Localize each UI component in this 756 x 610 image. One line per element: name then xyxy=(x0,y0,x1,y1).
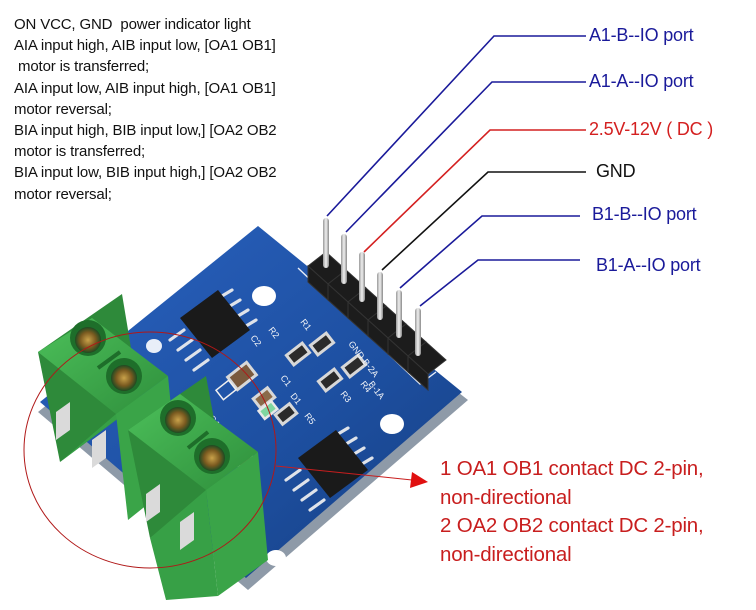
driver-chip-2 xyxy=(284,426,374,512)
terminal-note: 1 OA1 OB1 contact DC 2-pin, non-directio… xyxy=(440,455,704,569)
screw-terminal-2 xyxy=(128,376,268,600)
callout-line-b1a xyxy=(419,259,580,307)
terminal-note-line: 2 OA2 OB2 contact DC 2-pin, xyxy=(440,514,704,538)
header-pins xyxy=(323,218,421,356)
pin-header xyxy=(307,218,447,392)
note-line: motor reversal; xyxy=(14,185,112,203)
note-line: motor reversal; xyxy=(14,100,112,118)
note-line: AIA input low, AIB input high, [OA1 OB1] xyxy=(14,79,276,97)
note-line: motor is transferred; xyxy=(14,58,150,76)
callout-line-a1a xyxy=(345,81,586,233)
callout-lines xyxy=(326,35,586,307)
callout-line-b1b xyxy=(399,215,580,289)
callout-label-b1b: B1-B--IO port xyxy=(592,204,697,224)
callout-label-gnd: GND xyxy=(596,161,636,181)
note-line: BIA input high, BIB input low,] [OA2 OB2 xyxy=(14,122,277,140)
mounting-hole xyxy=(380,414,404,434)
note-line: AIA input high, AIB input low, [OA1 OB1] xyxy=(14,37,276,55)
terminal-note-line: non-directional xyxy=(440,542,572,566)
callout-label-a1a: A1-A--IO port xyxy=(589,71,694,91)
smd-resistors xyxy=(273,331,368,427)
mounting-hole xyxy=(146,339,162,353)
terminal-note-line: 1 OA1 OB1 contact DC 2-pin, xyxy=(440,457,704,480)
callout-line-vcc xyxy=(363,129,586,253)
power-led xyxy=(256,399,280,421)
callout-label-a1b: A1-B--IO port xyxy=(589,25,694,45)
mounting-hole xyxy=(266,550,286,566)
callout-line-gnd xyxy=(381,171,586,271)
mounting-hole xyxy=(252,286,276,306)
callout-label-vcc: 2.5V-12V ( DC ) xyxy=(589,119,714,139)
note-line: BIA input low, BIB input high,] [OA2 OB2 xyxy=(14,164,277,182)
callout-line-a1b xyxy=(326,35,586,217)
note-line: motor is transferred; xyxy=(14,143,146,161)
note-line: ON VCC, GND power indicator light xyxy=(14,16,251,33)
terminal-highlight-circle xyxy=(23,331,277,569)
terminal-arrow xyxy=(275,465,428,488)
function-notes: ON VCC, GND power indicator light AIA in… xyxy=(14,14,354,205)
callout-label-b1a: B1-A--IO port xyxy=(596,255,701,275)
terminal-note-line: non-directional xyxy=(440,485,572,509)
